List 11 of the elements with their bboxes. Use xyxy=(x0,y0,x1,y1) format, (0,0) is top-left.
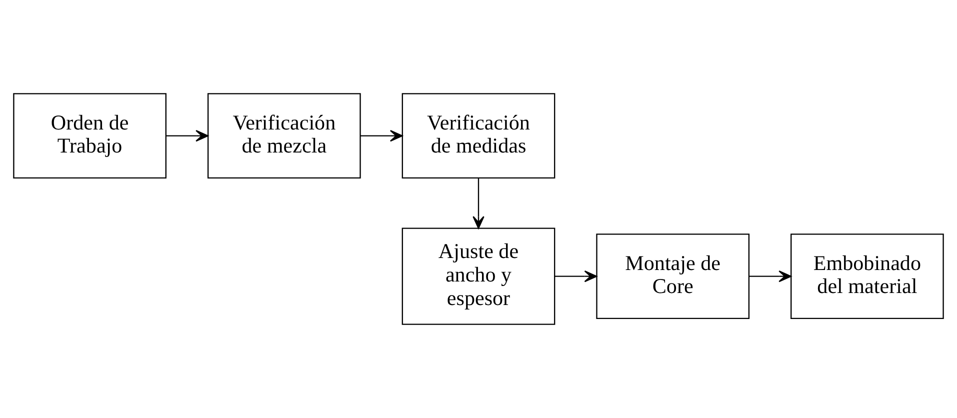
node-box: Ajuste de ancho y espesor xyxy=(402,228,556,325)
node-box: Verificación de medidas xyxy=(402,93,556,179)
arrow xyxy=(554,270,598,282)
arrow xyxy=(472,178,484,229)
arrow xyxy=(360,130,403,142)
arrow xyxy=(166,130,208,142)
node-box: Montaje de Core xyxy=(596,234,750,320)
node-box: Verificación de mezcla xyxy=(207,93,361,179)
node-box: Embobinado del material xyxy=(790,234,944,320)
node-box: Orden de Trabajo xyxy=(13,93,166,179)
arrow xyxy=(749,270,792,282)
